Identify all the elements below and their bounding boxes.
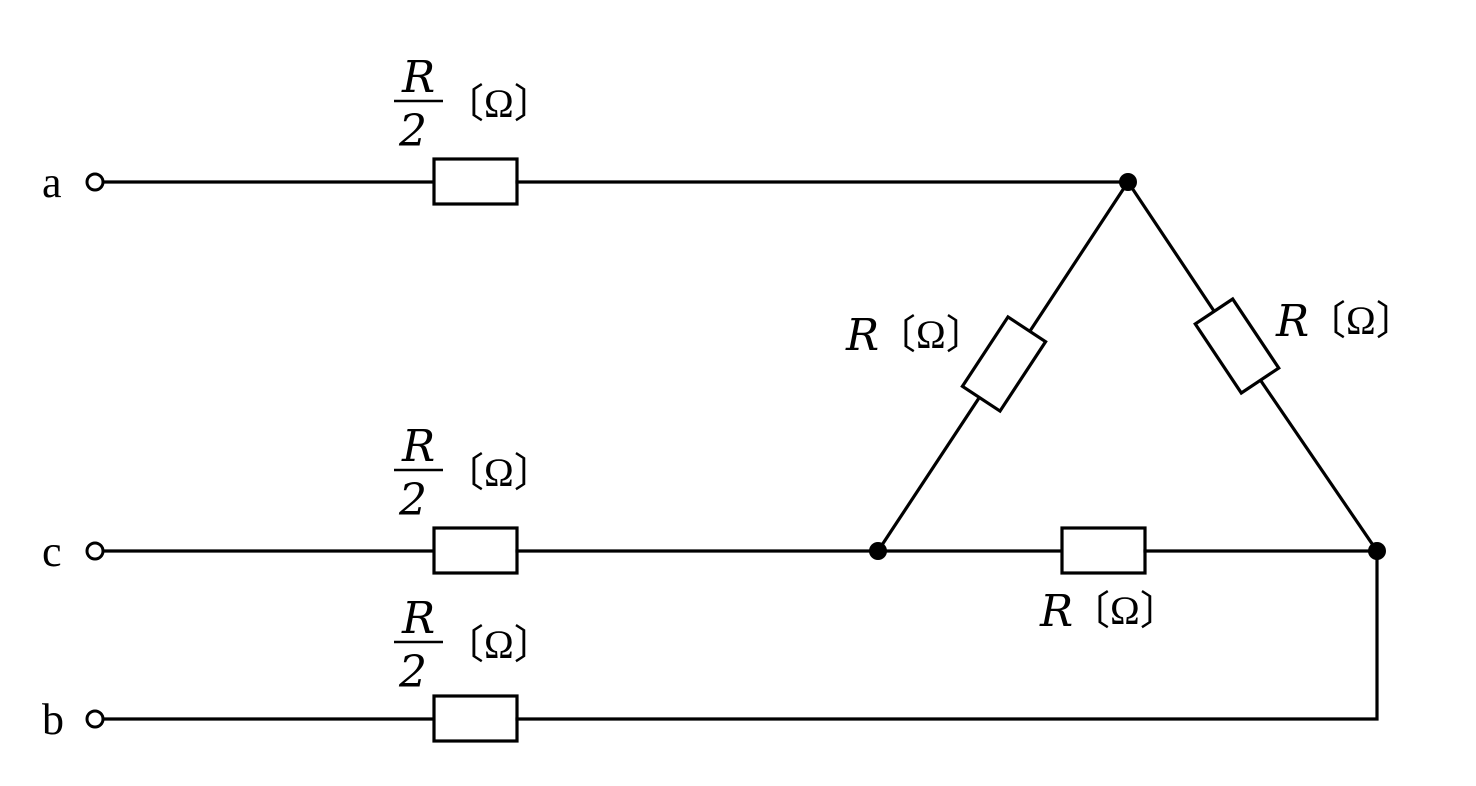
terminal-a [85,172,105,192]
label-delta-left-sym: R [845,310,879,361]
wire-delta-right-bottom [1258,378,1380,554]
label-line-c-num: R [401,421,435,472]
label-line-a-den: 2 [398,106,427,157]
junction-node-left [869,542,887,560]
label-delta-left: R 〔Ω〕 [845,310,986,361]
label-delta-bottom-unit: 〔Ω〕 [1070,588,1180,633]
label-delta-bottom-sym: R [1039,586,1073,637]
wire-delta-right-top [1125,179,1217,314]
label-line-c-den: 2 [398,475,427,526]
label-line-b-num: R [401,593,435,644]
resistor-line-a [432,157,519,206]
resistor-delta-right [1193,296,1281,396]
terminal-label-c: c [42,527,62,576]
delta-bottom-branch [876,526,1379,575]
label-delta-right: R 〔Ω〕 [1275,296,1416,347]
label-line-c: R 2 〔Ω〕 [394,421,554,526]
wire-b-right [515,549,1379,721]
label-delta-bottom: R 〔Ω〕 [1039,586,1180,637]
label-line-c-unit: 〔Ω〕 [444,450,554,495]
label-delta-right-unit: 〔Ω〕 [1306,298,1416,343]
label-delta-right-sym: R [1275,296,1309,347]
terminal-c [85,541,105,561]
delta-right-branch [1125,179,1380,554]
junction-node-top [1119,173,1137,191]
label-line-a-num: R [401,52,435,103]
line-b [102,549,1379,743]
terminal-label-a: a [42,158,62,207]
label-line-b-unit: 〔Ω〕 [444,622,554,667]
wire-delta-left-top [1027,179,1131,334]
wire-delta-left-bottom [875,395,982,554]
label-line-b-den: 2 [398,647,427,698]
terminal-label-b: b [42,695,64,744]
delta-left-branch [875,179,1131,554]
junction-node-right [1368,542,1386,560]
resistor-line-c [432,526,519,575]
resistor-line-b [432,694,519,743]
resistor-delta-left [960,314,1048,414]
label-line-b: R 2 〔Ω〕 [394,593,554,698]
label-delta-left-unit: 〔Ω〕 [876,312,986,357]
terminal-b [85,709,105,729]
resistor-delta-bottom [1060,526,1147,575]
line-a [102,157,1130,206]
label-line-a-unit: 〔Ω〕 [444,81,554,126]
label-line-a: R 2 〔Ω〕 [394,52,554,157]
line-c [102,526,880,575]
